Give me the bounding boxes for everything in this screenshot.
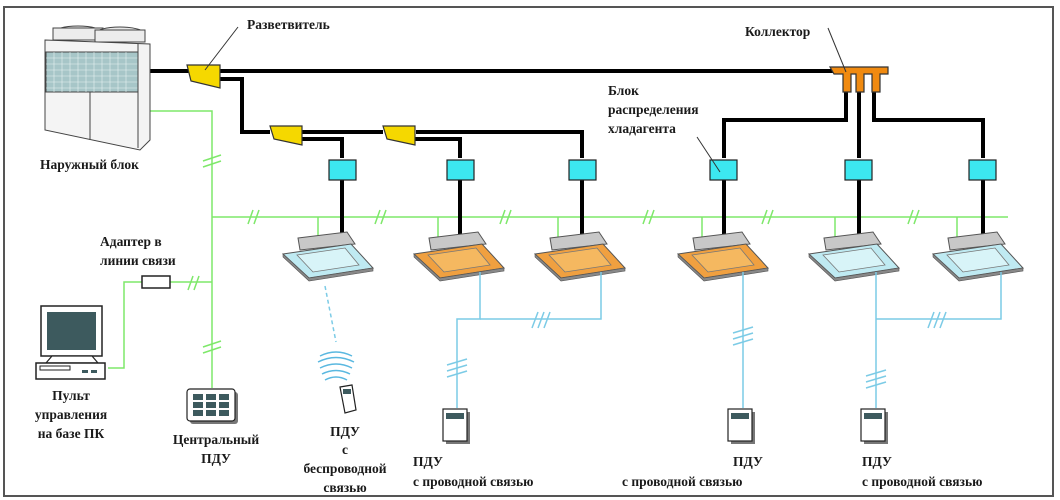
label-wired-2-title: ПДУ — [733, 454, 763, 469]
wired-remote-1[interactable] — [442, 408, 470, 444]
adapter-box[interactable] — [141, 275, 171, 289]
central-controller[interactable] — [186, 388, 238, 424]
wired-remote-2[interactable] — [727, 408, 755, 444]
label-wired-1-title: ПДУ — [413, 454, 443, 469]
rdu-5[interactable] — [844, 159, 873, 181]
leader-distribution-unit — [696, 136, 721, 173]
refrigerant-piping — [150, 69, 985, 238]
distribution-units — [328, 159, 997, 181]
branch-joint-3[interactable] — [382, 125, 416, 146]
wireless-link — [324, 285, 337, 343]
pipe-to-rdu-2 — [413, 137, 462, 158]
branch-joints — [186, 64, 416, 146]
label-adapter-2: линии связи — [100, 253, 176, 268]
label-adapter-1: Адаптер в — [100, 234, 162, 249]
rdu-3[interactable] — [568, 159, 597, 181]
pipe-to-rdu-6 — [872, 90, 985, 158]
label-pc-1: Пульт — [52, 388, 90, 403]
outdoor-unit[interactable] — [44, 25, 151, 151]
wireless-signal-icon — [317, 351, 355, 381]
label-wired-3-sub: с проводной связью — [862, 474, 982, 489]
remote-wiring — [317, 272, 1002, 408]
header-collector[interactable] — [828, 66, 889, 93]
pipe-to-rdu-3 — [416, 130, 584, 158]
label-pc-3: на базе ПК — [38, 426, 105, 441]
label-central-2: ПДУ — [201, 451, 231, 466]
label-header: Коллектор — [745, 24, 810, 39]
indoor-units — [281, 231, 1024, 282]
rdu-1[interactable] — [328, 159, 357, 181]
indoor-unit-1[interactable] — [281, 231, 374, 282]
pc-controller[interactable] — [35, 305, 106, 380]
label-distribution-unit-1: Блок — [608, 83, 639, 98]
wire-break-marks — [446, 311, 947, 389]
indoor-unit-4[interactable] — [676, 231, 769, 282]
label-wireless-3: беспроводной — [303, 461, 386, 476]
label-outdoor-unit: Наружный блок — [40, 157, 139, 172]
leader-branch-joint — [204, 26, 239, 71]
branch-joint-2[interactable] — [269, 125, 303, 146]
wireless-remote[interactable] — [339, 384, 357, 414]
comm-line-pc — [108, 281, 142, 369]
diagram-frame — [3, 6, 1054, 497]
rdu-2[interactable] — [446, 159, 475, 181]
label-distribution-unit-2: распределения — [608, 102, 699, 117]
label-wired-1-sub: с проводной связью — [413, 474, 533, 489]
label-wireless-2: с — [342, 442, 348, 457]
comm-line-outdoor — [150, 110, 213, 340]
rdu-6[interactable] — [968, 159, 997, 181]
communication-network — [108, 110, 1008, 388]
wire-group-2 — [876, 272, 1002, 320]
label-wireless-1: ПДУ — [330, 424, 360, 439]
label-pc-2: управления — [35, 407, 107, 422]
wire-remote-1 — [456, 272, 481, 408]
label-wired-2-sub: с проводной связью — [622, 474, 742, 489]
label-central-1: Центральный — [173, 432, 259, 447]
rdu-4[interactable] — [709, 159, 738, 181]
leader-header — [827, 27, 847, 73]
indoor-unit-3[interactable] — [533, 231, 626, 282]
pipe-to-rdu-4 — [722, 90, 848, 158]
branch-pipe-1 — [220, 77, 270, 134]
label-distribution-unit-3: хладагента — [608, 121, 676, 136]
pipe-to-rdu-1 — [300, 137, 344, 158]
wire-group-1 — [480, 272, 602, 320]
comm-break-marks — [187, 154, 920, 354]
label-branch-joint: Разветвитель — [247, 17, 330, 32]
wired-remote-3[interactable] — [860, 408, 888, 444]
label-wireless-4: связью — [323, 480, 366, 495]
label-wired-3-title: ПДУ — [862, 454, 892, 469]
indoor-unit-2[interactable] — [412, 231, 505, 282]
